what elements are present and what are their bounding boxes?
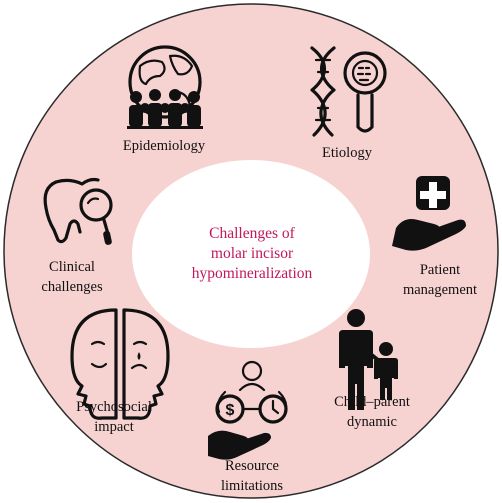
label-child-parent-line1: Child–parent xyxy=(334,394,410,410)
label-resource-line1: Resource xyxy=(225,458,279,474)
two-faces-icon xyxy=(70,308,170,420)
hand-money-time-icon: $ xyxy=(208,360,288,460)
label-clinical-line2: challenges xyxy=(41,279,103,295)
label-patient-management: Patient management xyxy=(388,260,492,300)
label-clinical-line1: Clinical xyxy=(49,259,95,275)
label-patient-management-line1: Patient xyxy=(419,262,461,278)
dna-magnifier-icon xyxy=(310,46,387,137)
label-resource-line2: limitations xyxy=(220,478,284,494)
label-clinical-challenges: Clinical challenges xyxy=(20,257,124,297)
tooth-magnifier-icon xyxy=(43,177,113,245)
center-title-line3: hypomineralization xyxy=(191,265,313,282)
hand-medical-cross-icon xyxy=(392,176,466,251)
parent-child-icon xyxy=(339,309,398,410)
label-psychosocial-line2: impact xyxy=(94,419,134,435)
label-child-parent-line2: dynamic xyxy=(347,414,397,430)
center-title: Challenges of molar incisor hypominerali… xyxy=(170,224,334,284)
center-title-line2: molar incisor xyxy=(210,245,294,262)
label-psychosocial-impact: Psychosocial impact xyxy=(62,397,166,437)
label-epidemiology: Epidemiology xyxy=(112,136,216,156)
label-psychosocial-line1: Psychosocial xyxy=(76,399,152,415)
label-patient-management-line2: management xyxy=(402,282,478,298)
svg-text:$: $ xyxy=(226,402,235,419)
label-resource-limitations: Resource limitations xyxy=(200,456,304,496)
label-child-parent: Child–parent dynamic xyxy=(318,392,426,432)
center-hole xyxy=(132,160,370,348)
label-epidemiology-text: Epidemiology xyxy=(122,138,206,154)
label-etiology: Etiology xyxy=(306,143,388,163)
center-title-line1: Challenges of xyxy=(209,225,295,242)
globe-people-icon xyxy=(127,45,203,129)
label-etiology-text: Etiology xyxy=(322,145,372,161)
